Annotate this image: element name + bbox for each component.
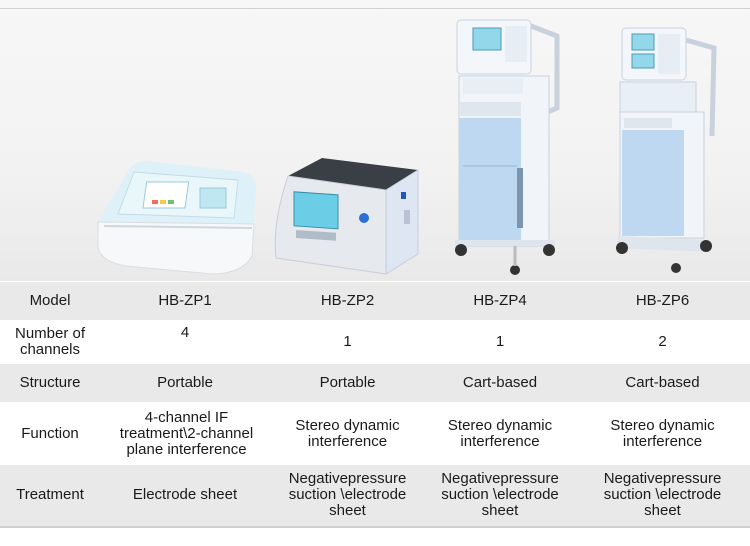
device-hb-zp2-image	[274, 158, 419, 275]
table-row: Treatment Electrode sheet Negativepressu…	[0, 464, 750, 528]
header-cell-model: HB-ZP1	[100, 281, 270, 321]
table-row: Structure Portable Portable Cart-based C…	[0, 363, 750, 403]
table-cell: Stereo dynamic interference	[425, 402, 575, 465]
table-cell: Negativepressure suction \electrode shee…	[425, 464, 575, 528]
table-cell: Stereo dynamic interference	[575, 402, 750, 465]
row-label: Number of channels	[0, 320, 100, 364]
header-row: Model HB-ZP1 HB-ZP2 HB-ZP4 HB-ZP6	[0, 281, 750, 321]
table-cell: Negativepressure suction \electrode shee…	[575, 464, 750, 528]
device-hb-zp6-image	[616, 27, 717, 273]
table-cell: Cart-based	[575, 363, 750, 403]
table-cell: 2	[575, 320, 750, 364]
table-cell: 4	[100, 320, 270, 364]
header-cell-model: HB-ZP4	[425, 281, 575, 321]
table-cell: 1	[425, 320, 575, 364]
product-photo-banner	[0, 0, 750, 281]
table-cell: Portable	[270, 363, 425, 403]
table-cell: Electrode sheet	[100, 464, 270, 528]
header-cell-label: Model	[0, 281, 100, 321]
device-hb-zp1-image	[97, 160, 256, 275]
table-cell: Stereo dynamic interference	[270, 402, 425, 465]
table-cell: 1	[270, 320, 425, 364]
device-hb-zp4-image	[455, 19, 560, 275]
row-label: Structure	[0, 363, 100, 403]
table-row: Function 4-channel IF treatment\2-channe…	[0, 402, 750, 465]
header-cell-model: HB-ZP2	[270, 281, 425, 321]
table-cell: Portable	[100, 363, 270, 403]
divider	[0, 8, 750, 9]
table-row: Number of channels 4 1 1 2	[0, 320, 750, 364]
row-label: Function	[0, 402, 100, 465]
spec-table: Model HB-ZP1 HB-ZP2 HB-ZP4 HB-ZP6 Number…	[0, 281, 750, 528]
table-cell: Negativepressure suction \electrode shee…	[270, 464, 425, 528]
row-label: Treatment	[0, 464, 100, 528]
header-cell-model: HB-ZP6	[575, 281, 750, 321]
table-cell: Cart-based	[425, 363, 575, 403]
table-cell: 4-channel IF treatment\2-channel plane i…	[100, 402, 270, 465]
